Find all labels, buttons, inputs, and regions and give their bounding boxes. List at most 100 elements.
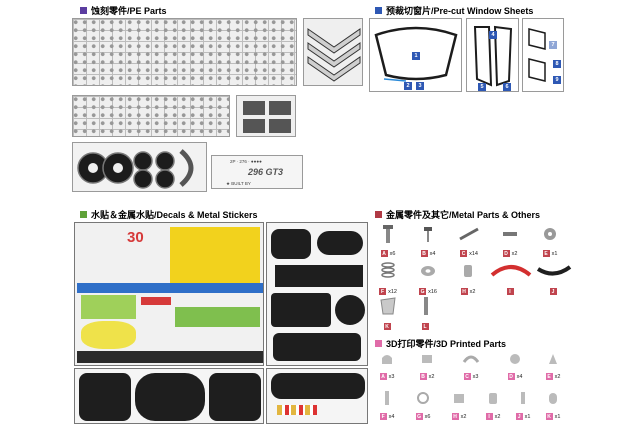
decal-sheet-small [266, 368, 368, 424]
small-window-outlines [528, 28, 546, 82]
decal-green-panel-2 [175, 307, 260, 327]
pe-parts-pattern [73, 19, 296, 85]
decals-title: 水贴＆金属水贴/Decals & Metal Stickers [80, 208, 258, 221]
metal-part-k-label: K [383, 323, 391, 330]
windshield-outline [374, 26, 458, 82]
window-sheet-side: 4 5 6 [466, 18, 519, 92]
metal-part-j-label: J [534, 288, 574, 295]
red-hose-icon [490, 265, 532, 277]
bolt-icon [424, 227, 432, 242]
metal-part-i-label: I [488, 288, 534, 295]
printed-mount-icon [462, 355, 480, 363]
window-tag-9: 9 [553, 76, 561, 84]
printed-block-icon [454, 394, 464, 403]
metal-sticker-block [273, 333, 361, 361]
carbon-decal-block [271, 373, 365, 399]
pe-sheet-grilles [236, 95, 296, 137]
decal-red-accent [141, 297, 171, 305]
decal-green-panel [81, 295, 136, 319]
pe-grille-meshes [243, 101, 291, 133]
pe-sheet-chevrons [303, 18, 363, 86]
printed-bracket-icon [422, 355, 432, 363]
plate-built-by: ★ BUILT BY [226, 181, 251, 186]
pe-wheel-discs [77, 149, 194, 189]
pe-sheet-medium [72, 95, 230, 137]
decal-yellow-panel [170, 227, 260, 283]
window-tag-7: 7 [549, 41, 557, 49]
printed-cap-icon [382, 355, 392, 364]
section-marker [375, 340, 382, 347]
decals-title-text: 水贴＆金属水贴/Decals & Metal Stickers [91, 210, 258, 220]
window-sheet-small: 7 8 9 [522, 18, 564, 92]
decal-race-number: 30 [127, 229, 144, 246]
decal-sheet-metal-black [266, 222, 368, 366]
section-marker [80, 211, 87, 218]
washer-icon [421, 266, 435, 276]
pe-sheet-large [72, 18, 297, 86]
printed-pin-icon [385, 391, 389, 405]
section-marker [80, 7, 87, 14]
metal-sticker-block [271, 293, 331, 327]
window-tag-3: 3 [416, 82, 424, 90]
window-tag-8: 8 [553, 60, 561, 68]
pe-parts-pattern [73, 96, 229, 136]
pin-icon [424, 297, 428, 315]
section-marker [375, 7, 382, 14]
plate-brand-text: 2P · 276 · ●●●● [230, 159, 262, 164]
metal-sticker-block [335, 295, 365, 325]
window-tag-2: 2 [404, 82, 412, 90]
spring-icon [381, 262, 395, 278]
black-strap-icon [536, 265, 572, 276]
window-sheets-title-text: 预裁切窗片/Pre-cut Window Sheets [386, 6, 534, 16]
screw-icon [383, 225, 393, 243]
printed-ring-icon [417, 392, 429, 404]
metal-part-k: K [374, 296, 402, 330]
printed-lever-icon [521, 392, 525, 404]
metal-part-i: I [488, 261, 534, 295]
metal-parts-title-text: 金属零件及其它/Metal Parts & Others [386, 210, 541, 220]
section-marker [375, 211, 382, 218]
pe-parts-title: 蚀刻零件/PE Parts [80, 4, 167, 17]
pe-parts-title-text: 蚀刻零件/PE Parts [91, 6, 167, 16]
printed-cylinder-icon [549, 393, 557, 404]
decal-sheet-livery: 30 [74, 222, 264, 366]
pe-sheet-wheels [72, 142, 207, 192]
decal-yellow-blob [81, 321, 136, 349]
pin-icon [459, 227, 479, 241]
printed-tab-icon [549, 354, 557, 364]
decal-dark-strip [77, 351, 263, 363]
carbon-decal-block [135, 373, 205, 421]
printed-parts-title-text: 3D打印零件/3D Printed Parts [386, 339, 507, 349]
rod-icon [503, 232, 517, 236]
